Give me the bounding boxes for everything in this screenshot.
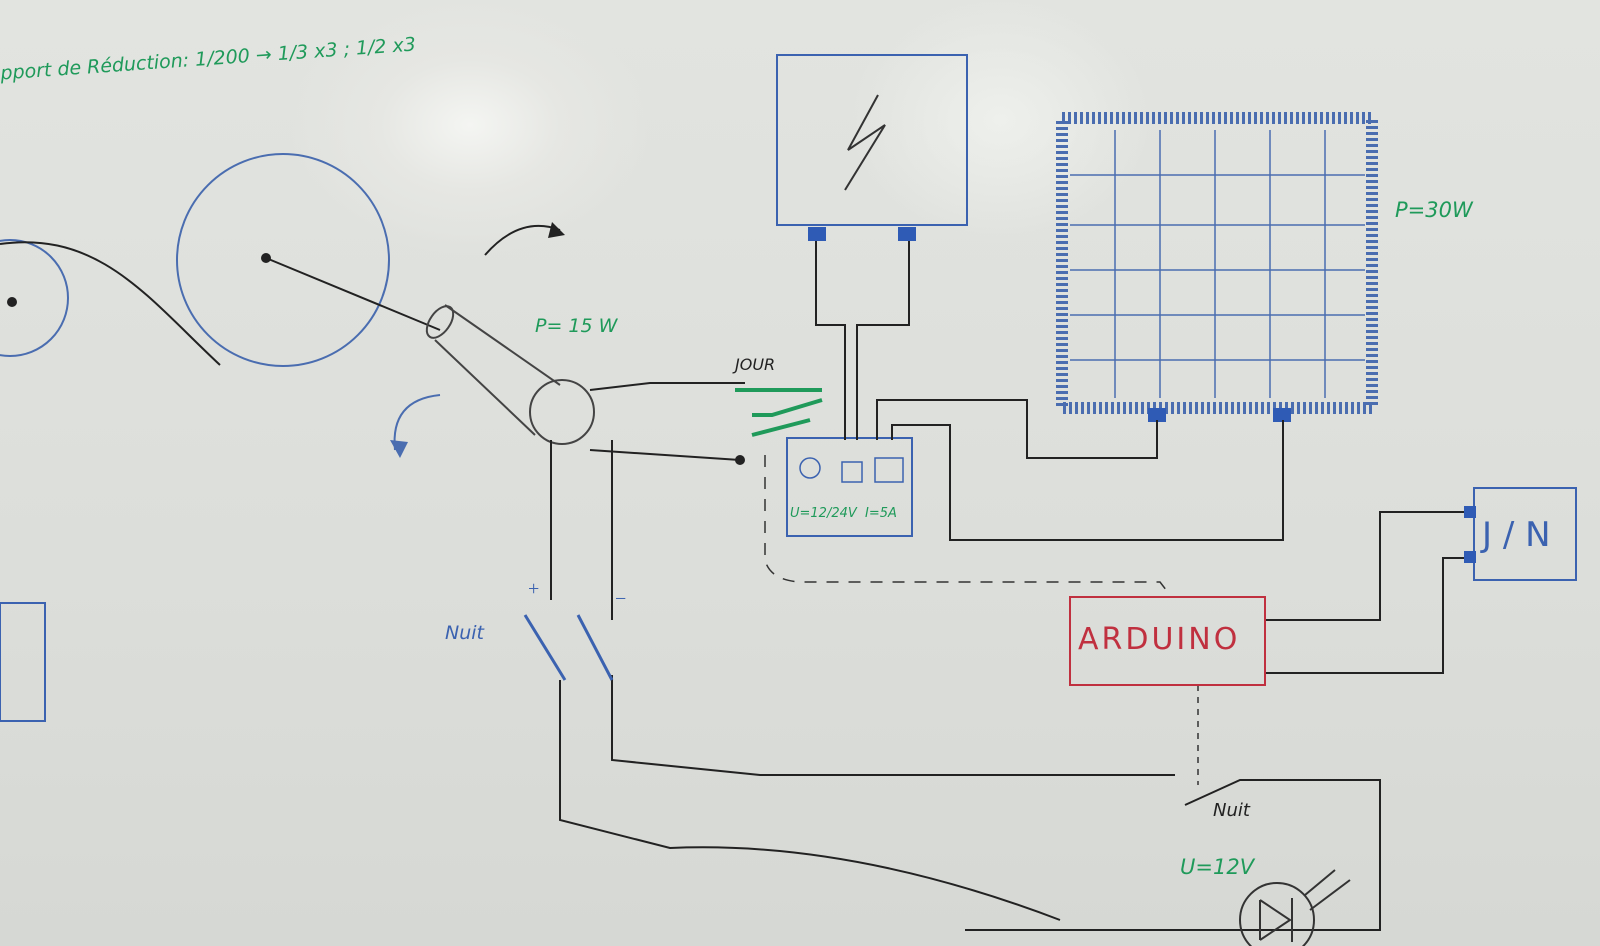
charge-controller <box>786 437 913 537</box>
dashed-link <box>764 455 1171 596</box>
night-switch <box>523 614 614 681</box>
belt <box>0 241 441 366</box>
rotation-arrow-icon <box>484 224 561 256</box>
led-voltage-label: U=12V <box>1180 855 1255 879</box>
battery-icon <box>841 461 863 483</box>
arduino-board <box>1069 596 1266 686</box>
battery <box>776 54 968 226</box>
wires <box>550 241 1470 931</box>
large-pulley <box>176 153 390 367</box>
lightning-icon <box>844 94 886 191</box>
solar-icon <box>874 457 904 483</box>
small-pulley <box>0 239 69 357</box>
arduino-label: ARDUINO <box>1078 622 1241 657</box>
led-icon <box>1239 882 1315 946</box>
motor <box>425 304 595 445</box>
solar-panel <box>1056 112 1378 422</box>
day-night-label: J / N <box>1482 515 1551 555</box>
day-switch <box>735 388 823 437</box>
motor-power-label: P= 15 W <box>535 315 618 337</box>
rotation-arrow-icon <box>393 394 441 451</box>
night-switch-label: Nuit <box>445 622 484 644</box>
bulb-icon <box>799 457 821 479</box>
minus-label: − <box>615 588 627 610</box>
controller-specs: U=12/24V I=5A <box>790 506 897 521</box>
partial-box <box>0 602 46 722</box>
solar-power-label: P=30W <box>1395 198 1473 222</box>
pulleys <box>0 153 390 367</box>
plus-label: + <box>528 578 540 600</box>
night-relay-label: Nuit <box>1213 800 1250 821</box>
pulley-axle <box>7 297 17 307</box>
day-switch-label: JOUR <box>735 355 776 374</box>
day-night-module <box>1473 487 1577 581</box>
